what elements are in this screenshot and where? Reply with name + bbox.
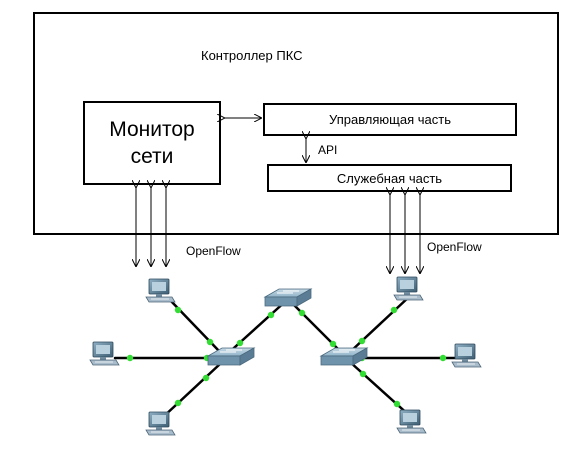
control-part-box: Управляющая часть	[263, 103, 517, 136]
switch-icon	[320, 347, 368, 366]
openflow-right-arrows	[390, 194, 420, 273]
network-monitor-box: Монитор сети	[83, 101, 221, 185]
controller-title: Контроллер ПКС	[201, 48, 303, 63]
openflow-right-label: OpenFlow	[427, 240, 482, 254]
control-part-label: Управляющая часть	[329, 112, 451, 127]
pc-icon	[451, 343, 482, 368]
pc-icon	[145, 411, 176, 436]
pc-icon	[89, 341, 120, 366]
network-monitor-line1: Монитор	[109, 118, 195, 141]
pc-icon	[396, 409, 427, 434]
api-label: API	[318, 143, 338, 157]
switch-icon	[264, 288, 312, 307]
network-monitor-line2: сети	[130, 145, 174, 168]
pc-icon	[145, 278, 176, 303]
switch-icon	[207, 347, 255, 366]
service-part-label: Служебная часть	[336, 170, 443, 186]
pc-icon	[393, 276, 424, 301]
openflow-left-label: OpenFlow	[186, 244, 241, 258]
openflow-left-arrows	[136, 187, 166, 266]
network-links	[113, 294, 464, 420]
